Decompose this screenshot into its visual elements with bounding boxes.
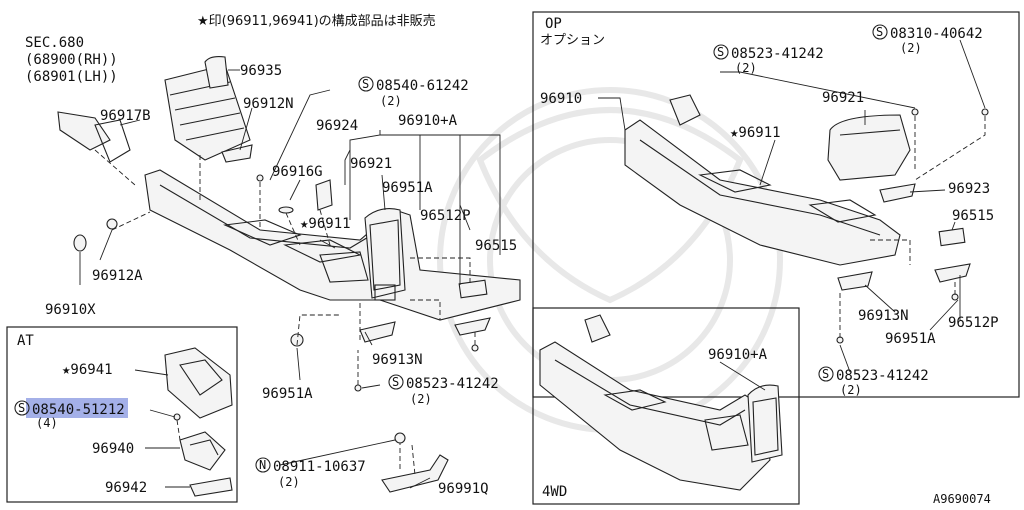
svg-text:S: S <box>392 375 399 389</box>
label-4wd-96910-a: 96910+A <box>708 347 768 363</box>
svg-text:S: S <box>717 45 724 59</box>
label-08540-61242: 08540-61242 <box>376 78 469 94</box>
label-op-96512p: 96512P <box>948 315 999 331</box>
label-08523-41242: 08523-41242 <box>406 376 499 392</box>
label-96917b: 96917B <box>100 108 151 124</box>
label-96942: 96942 <box>105 480 147 496</box>
label-96941: ★96941 <box>62 362 113 378</box>
label-op-08310-40642-qty: (2) <box>900 41 922 55</box>
screw-symbol-08540-61242: S <box>358 76 374 92</box>
highlight-08540-51212 <box>26 398 128 418</box>
screw-symbol-op-08523-41242: S <box>713 44 729 60</box>
screw-symbol-08540-51212: S <box>14 400 30 416</box>
svg-text:S: S <box>362 77 369 91</box>
label-op-08523-41242-b: 08523-41242 <box>836 368 929 384</box>
label-08540-51212-qty: (4) <box>36 416 58 430</box>
label-96935: 96935 <box>240 63 282 79</box>
label-op-96911: ★96911 <box>730 125 781 141</box>
label-op-96913n: 96913N <box>858 308 909 324</box>
label-96951a: 96951A <box>382 180 433 196</box>
label-96512p: 96512P <box>420 208 471 224</box>
svg-text:S: S <box>18 401 25 415</box>
at-box <box>6 326 238 503</box>
label-08523-41242-qty: (2) <box>410 392 432 406</box>
figure-id: A9690074 <box>933 492 991 506</box>
label-96951a-b: 96951A <box>262 386 313 402</box>
label-op-08523-41242-qty: (2) <box>735 61 757 75</box>
label-96921: 96921 <box>350 156 392 172</box>
screw-symbol-op-08310-40642: S <box>872 24 888 40</box>
wd-console <box>539 314 783 491</box>
leader-lines-op <box>598 39 986 373</box>
assembly-lines <box>94 149 476 385</box>
label-08540-61242-qty: (2) <box>380 94 402 108</box>
label-96911: ★96911 <box>300 216 351 232</box>
label-08540-51212: 08540-51212 <box>32 402 125 418</box>
label-96912n: 96912N <box>243 96 294 112</box>
main-console <box>57 56 521 493</box>
svg-text:S: S <box>876 25 883 39</box>
nut-symbol-08911-10637: N <box>255 457 271 473</box>
op-console <box>624 94 989 344</box>
label-96515: 96515 <box>475 238 517 254</box>
label-op-96951a: 96951A <box>885 331 936 347</box>
label-96910-a: 96910+A <box>398 113 458 129</box>
label-08911-10637: 08911-10637 <box>273 459 366 475</box>
label-96916g: 96916G <box>272 164 323 180</box>
label-96910x: 96910X <box>45 302 96 318</box>
label-96912a: 96912A <box>92 268 143 284</box>
label-op-96921: 96921 <box>822 90 864 106</box>
leader-lines-at <box>134 369 190 488</box>
screw-symbol-08523-41242: S <box>388 374 404 390</box>
at-parts <box>164 347 233 497</box>
at-box-title: AT <box>17 333 34 349</box>
leader-lines-main <box>79 69 501 489</box>
svg-text:S: S <box>822 367 829 381</box>
label-08911-10637-qty: (2) <box>278 475 300 489</box>
label-sec-680: SEC.680 <box>25 35 84 51</box>
note-text: ★印(96911,96941)の構成部品は非販売 <box>197 13 436 29</box>
label-sec-lh: (68901(LH)) <box>25 69 118 85</box>
label-96910: 96910 <box>540 91 582 107</box>
op-box-subtitle: オプション <box>540 33 605 48</box>
label-op-08523-41242-b-qty: (2) <box>840 383 862 397</box>
label-96940: 96940 <box>92 441 134 457</box>
label-96991q: 96991Q <box>438 481 489 497</box>
screw-symbol-op-08523-41242-b: S <box>818 366 834 382</box>
label-op-08523-41242: 08523-41242 <box>731 46 824 62</box>
label-sec-rh: (68900(RH)) <box>25 52 118 68</box>
svg-text:N: N <box>259 458 266 472</box>
4wd-box-title: 4WD <box>542 484 567 500</box>
op-box-title: OP <box>545 16 562 32</box>
label-op-96515: 96515 <box>952 208 994 224</box>
label-op-96923: 96923 <box>948 181 990 197</box>
label-op-08310-40642: 08310-40642 <box>890 26 983 42</box>
label-96913n: 96913N <box>372 352 423 368</box>
4wd-box <box>532 307 800 505</box>
label-96924: 96924 <box>316 118 358 134</box>
leader-lines-4wd <box>719 361 766 391</box>
